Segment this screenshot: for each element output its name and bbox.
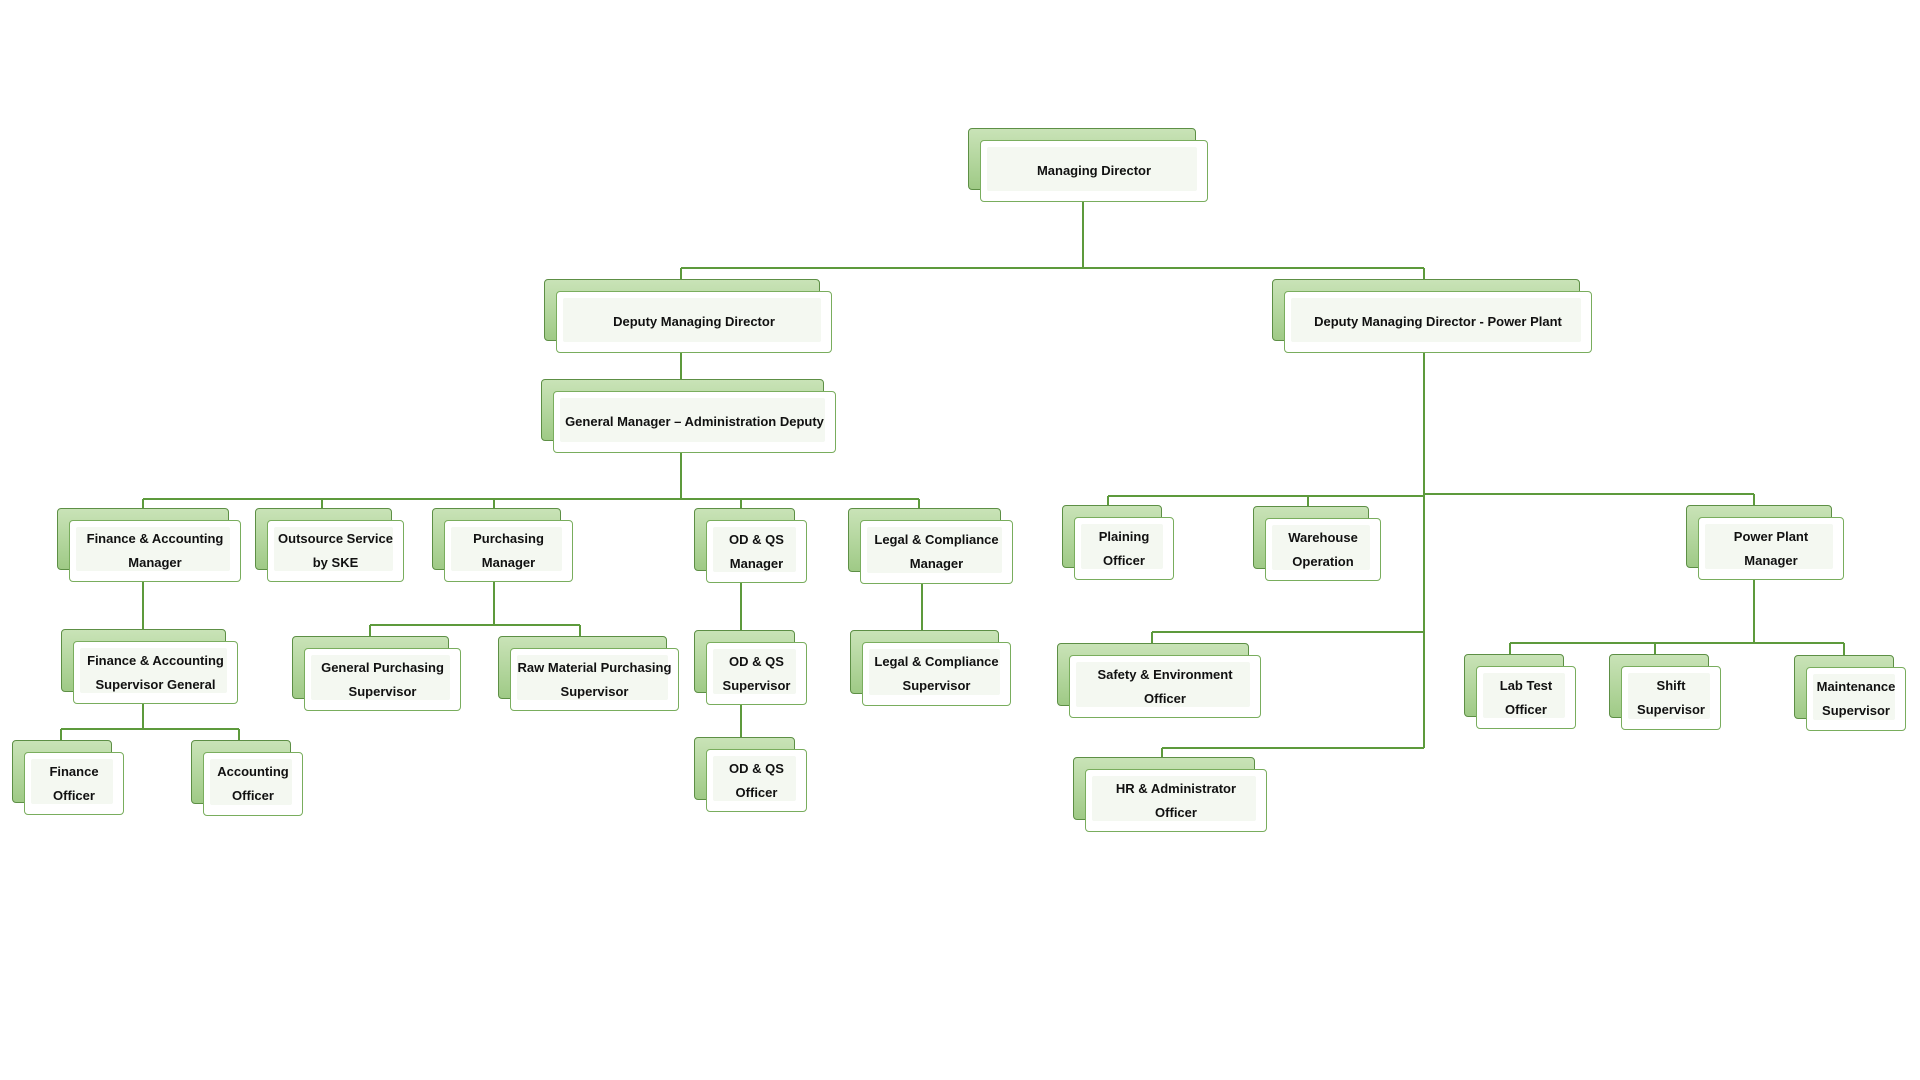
node-maintenance-supervisor[interactable]: Maintenance Supervisor — [1794, 655, 1906, 731]
node-purchasing-manager[interactable]: Purchasing Manager — [432, 508, 573, 582]
node-accounting-officer[interactable]: Accounting Officer — [191, 740, 303, 816]
node-od-qs-officer[interactable]: OD & QS Officer — [694, 737, 807, 812]
node-label: Accounting Officer — [217, 764, 289, 803]
node-general-purchasing-supervisor[interactable]: General Purchasing Supervisor — [292, 636, 461, 711]
connector-line — [1509, 580, 1845, 655]
node-deputy-managing-director[interactable]: Deputy Managing Director — [544, 279, 832, 353]
node-lab-test-officer[interactable]: Lab Test Officer — [1464, 654, 1576, 729]
node-label: Safety & Environment Officer — [1097, 666, 1233, 706]
node-label: Lab Test Officer — [1499, 677, 1553, 717]
node-label: OD & QS Supervisor — [722, 653, 791, 693]
node-finance-officer[interactable]: Finance Officer — [12, 740, 124, 815]
node-outsource-service[interactable]: Outsource Service by SKE — [255, 508, 404, 582]
node-label: Raw Material Purchasing Supervisor — [517, 659, 672, 699]
node-shift-supervisor[interactable]: Shift Supervisor — [1609, 654, 1721, 730]
node-label: Warehouse Operation — [1288, 529, 1358, 569]
node-general-manager-administration[interactable]: General Manager – Administration Deputy — [541, 379, 836, 453]
node-label: General Purchasing Supervisor — [321, 659, 444, 699]
node-label: OD & QS Manager — [729, 531, 784, 571]
node-od-qs-manager[interactable]: OD & QS Manager — [694, 508, 807, 583]
node-legal-compliance-supervisor[interactable]: Legal & Compliance Supervisor — [850, 630, 1011, 706]
connector-line — [1424, 493, 1755, 505]
node-label: Finance & Accounting Supervisor General — [87, 652, 224, 692]
connector-line — [60, 704, 240, 740]
node-finance-accounting-supervisor[interactable]: Finance & Accounting Supervisor General — [61, 629, 238, 704]
node-label: HR & Administrator Officer — [1115, 780, 1237, 820]
node-label: Finance & Accounting Manager — [86, 531, 224, 570]
node-label: Managing Director — [1036, 163, 1152, 178]
node-label: Finance Officer — [49, 763, 99, 803]
node-managing-director[interactable]: Managing Director — [968, 128, 1208, 202]
node-warehouse-operation[interactable]: Warehouse Operation — [1253, 506, 1381, 581]
node-deputy-managing-director-power-plant[interactable]: Deputy Managing Director - Power Plant — [1272, 279, 1592, 353]
node-finance-accounting-manager[interactable]: Finance & Accounting Manager — [57, 508, 241, 582]
node-label: Shift Supervisor — [1637, 678, 1705, 717]
node-label: Legal & Compliance Supervisor — [874, 654, 999, 693]
node-legal-compliance-manager[interactable]: Legal & Compliance Manager — [848, 508, 1013, 584]
node-plaining-officer[interactable]: Plaining Officer — [1062, 505, 1174, 580]
node-label: Maintenance Supervisor — [1816, 679, 1896, 718]
node-label: OD & QS Officer — [729, 760, 784, 800]
node-safety-environment-officer[interactable]: Safety & Environment Officer — [1057, 643, 1261, 718]
connector-line — [369, 582, 581, 636]
node-power-plant-manager[interactable]: Power Plant Manager — [1686, 505, 1844, 580]
connector-line — [680, 202, 1425, 279]
node-label: Power Plant Manager — [1733, 528, 1809, 568]
node-label: Legal & Compliance Manager — [874, 532, 999, 571]
connector-line — [1107, 495, 1425, 748]
connector-line — [1151, 631, 1424, 643]
node-label: General Manager – Administration Deputy — [565, 414, 824, 429]
node-raw-material-purchasing-supervisor[interactable]: Raw Material Purchasing Supervisor — [498, 636, 679, 711]
node-label: Outsource Service by SKE — [278, 531, 393, 570]
node-od-qs-supervisor[interactable]: OD & QS Supervisor — [694, 630, 807, 705]
node-label: Deputy Managing Director - Power Plant — [1314, 314, 1562, 329]
node-hr-administrator-officer[interactable]: HR & Administrator Officer — [1073, 757, 1267, 832]
connector-line — [1161, 747, 1424, 757]
node-label: Plaining Officer — [1098, 528, 1150, 568]
node-label: Deputy Managing Director — [613, 314, 775, 329]
node-label: Purchasing Manager — [473, 531, 544, 570]
connector-line — [142, 453, 920, 508]
